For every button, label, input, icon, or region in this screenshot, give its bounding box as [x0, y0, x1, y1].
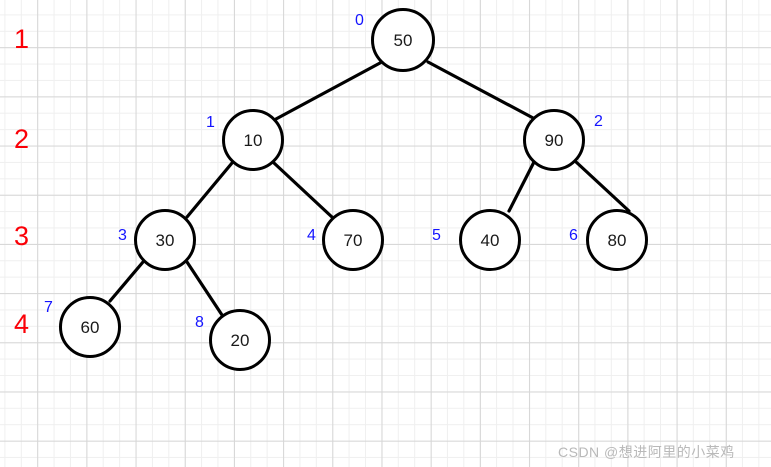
tree-node-index: 5 [432, 227, 441, 244]
tree-node-value: 50 [393, 30, 413, 50]
level-label: 1 [14, 24, 30, 54]
tree-node-value: 10 [243, 130, 263, 150]
tree-node[interactable]: 30 [134, 209, 196, 271]
tree-node-index: 7 [44, 299, 53, 316]
tree-edge [272, 161, 335, 220]
tree-edge [108, 260, 145, 303]
tree-node[interactable]: 90 [523, 109, 585, 171]
level-label: 3 [14, 221, 30, 251]
tree-edge [507, 160, 536, 213]
tree-node[interactable]: 80 [586, 209, 648, 271]
tree-node-index: 1 [206, 114, 215, 131]
tree-node[interactable]: 60 [59, 296, 121, 358]
tree-node[interactable]: 10 [222, 109, 284, 171]
tree-node[interactable]: 20 [209, 309, 271, 371]
tree-node-index: 3 [118, 227, 127, 244]
tree-node-value: 60 [80, 317, 100, 337]
tree-edge [185, 161, 234, 219]
tree-node-index: 8 [195, 314, 204, 331]
tree-node-value: 80 [607, 230, 627, 250]
tree-node-index: 4 [307, 227, 316, 244]
tree-node[interactable]: 50 [371, 8, 435, 72]
tree-node-value: 70 [343, 230, 363, 250]
tree-node[interactable]: 40 [459, 209, 521, 271]
tree-edge [185, 260, 224, 317]
tree-node-index: 2 [594, 113, 603, 130]
tree-node-value: 40 [480, 230, 500, 250]
tree-node-index: 6 [569, 227, 578, 244]
tree-edge [573, 159, 631, 213]
tree-node-value: 30 [155, 230, 175, 250]
level-label: 4 [14, 309, 30, 339]
tree-node-value: 90 [544, 130, 564, 150]
tree-node-index: 0 [355, 12, 364, 29]
tree-node-value: 20 [230, 330, 250, 350]
tree-node[interactable]: 70 [322, 209, 384, 271]
level-label: 2 [14, 124, 30, 154]
tree-edge [426, 60, 537, 121]
watermark-text: CSDN @想进阿里的小菜鸡 [558, 444, 735, 460]
tree-edge [274, 61, 382, 121]
